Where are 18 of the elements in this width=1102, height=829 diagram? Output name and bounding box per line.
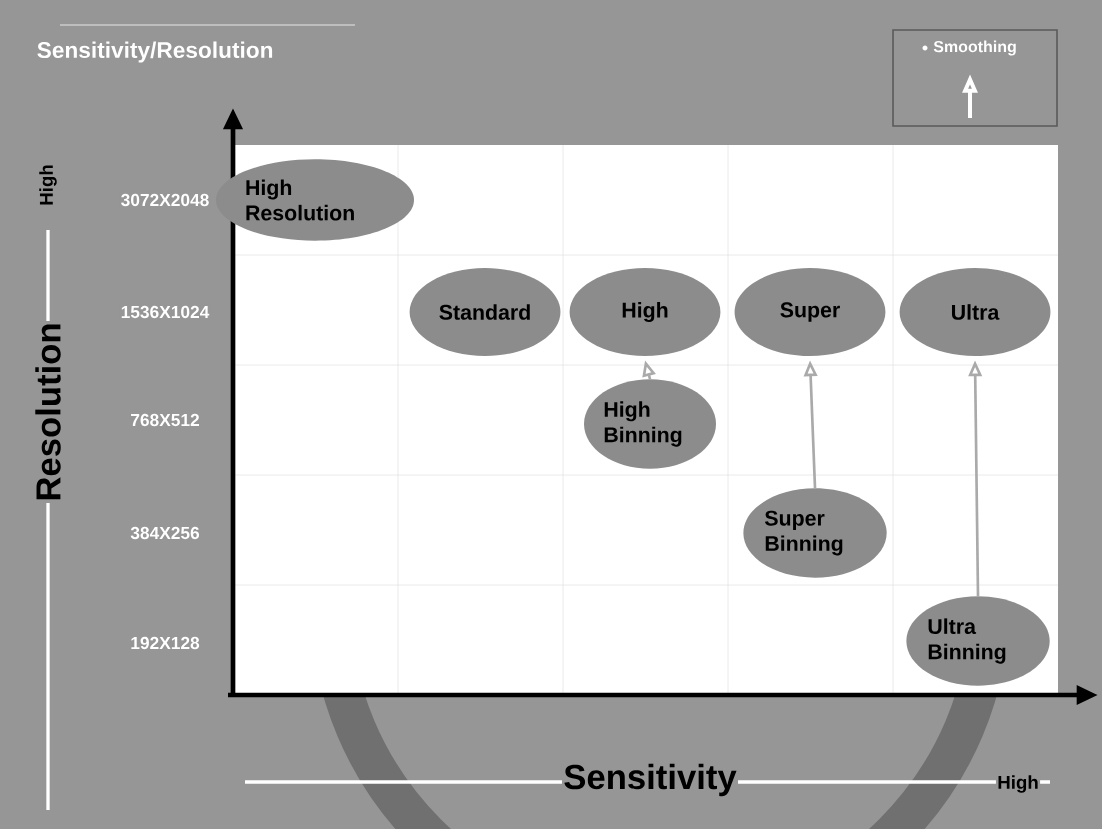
tick-label: 192X128 xyxy=(131,636,200,650)
ellipse-node: Ultra Binning xyxy=(906,596,1050,686)
ellipse-node: High Resolution xyxy=(216,159,414,241)
ellipse-node: Super Binning xyxy=(743,488,887,578)
title: Sensitivity/Resolution xyxy=(37,41,273,63)
axis-title: Resolution xyxy=(35,324,61,500)
ellipse-node: Standard xyxy=(409,268,561,356)
tick-label: 768X512 xyxy=(131,413,199,427)
ellipse-node: Super xyxy=(734,268,886,356)
ellipse-node: High xyxy=(569,268,721,356)
axis-end-label: High xyxy=(39,165,57,205)
axis-title: Sensitivity xyxy=(564,763,737,797)
legend-text: Smoothing xyxy=(933,40,1016,56)
tick-label: 384X256 xyxy=(130,526,200,540)
tick-label: 1536X1024 xyxy=(121,305,210,319)
ellipse-node: Ultra xyxy=(899,268,1051,356)
ellipse-node: High Binning xyxy=(584,379,716,469)
axis-end-label: High xyxy=(998,775,1038,793)
